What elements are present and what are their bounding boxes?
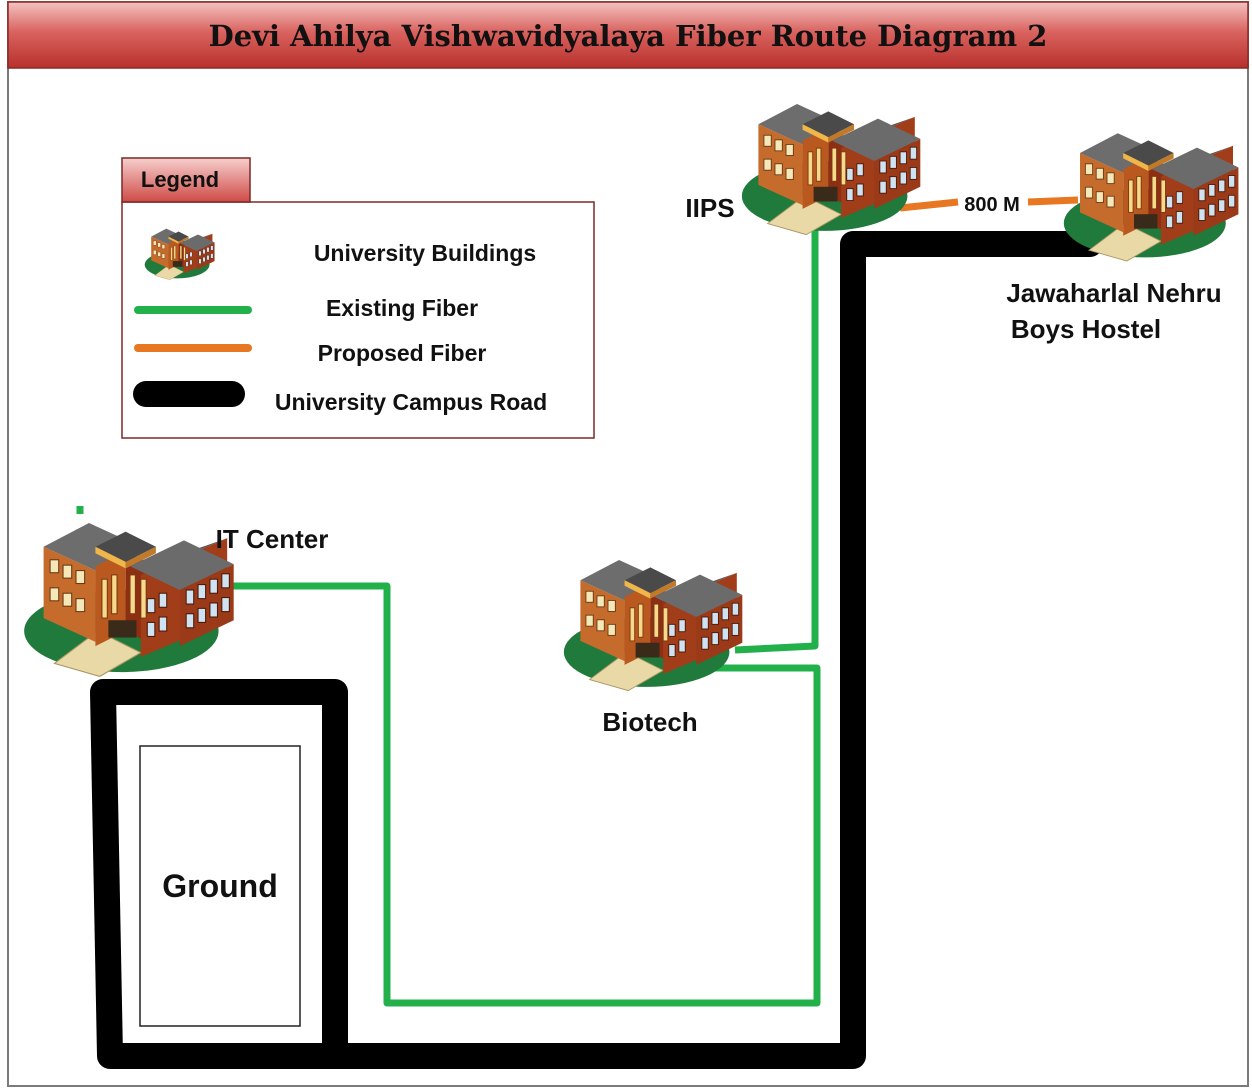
legend-label-road: University Campus Road [275,389,547,415]
hostel-label-line1: Jawaharlal Nehru [1006,278,1221,308]
proposed-fiber-route [899,196,1079,212]
title-bar: Devi Ahilya Vishwavidyalaya Fiber Route … [7,1,1249,69]
legend: Legend University Buildings Existing Fib… [121,157,595,439]
fiber-biotech-iips [734,220,819,654]
distance-label: 800 M [964,194,1020,216]
building-biotech: Biotech [563,559,743,737]
building-iips: IIPS [685,103,921,236]
ground-area [139,745,301,1027]
campus-roads [90,231,1103,1069]
legend-label-buildings: University Buildings [314,240,536,266]
building-it-center: IT Center [23,522,329,677]
page-title: Devi Ahilya Vishwavidyalaya Fiber Route … [209,19,1048,53]
legend-title: Legend [141,167,219,192]
iips-label: IIPS [685,193,734,223]
road-main [322,231,1103,1069]
fiber-itcenter-biotech [225,582,821,1007]
existing-fiber-routes [76,220,821,1007]
ground-label: Ground [162,868,278,904]
legend-label-existing: Existing Fiber [326,295,478,321]
building-jn-boys-hostel: Jawaharlal Nehru Boys Hostel [1006,132,1239,344]
biotech-label: Biotech [602,707,697,737]
hostel-label-line2: Boys Hostel [1011,314,1161,344]
legend-tab [121,157,251,203]
legend-label-proposed: Proposed Fiber [318,340,487,366]
it-center-label: IT Center [216,524,329,554]
